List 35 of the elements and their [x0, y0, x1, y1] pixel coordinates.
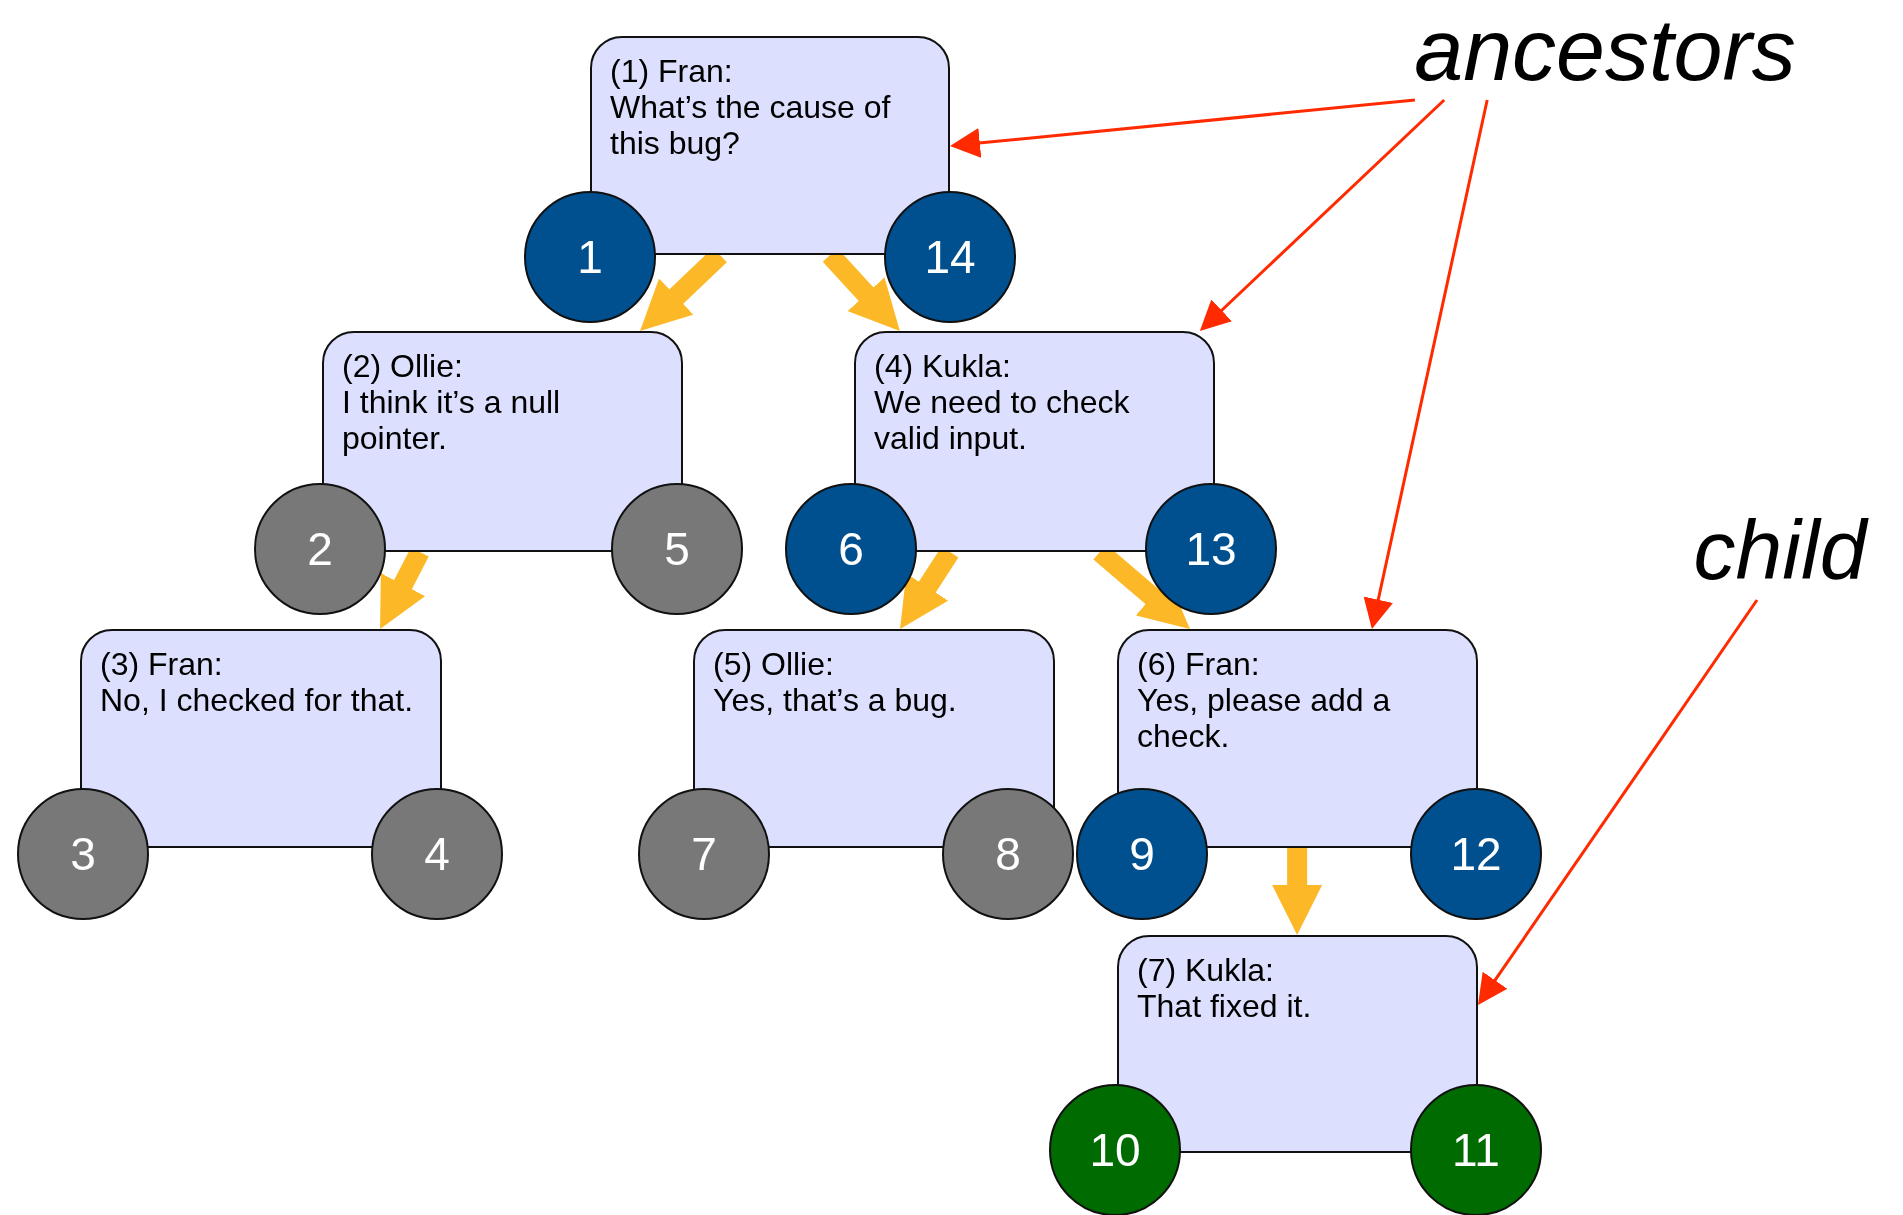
numbered-circle: 11 — [1410, 1084, 1542, 1215]
speaker-heading: (6) Fran: — [1137, 647, 1261, 683]
message-text: I think it’s a null pointer. — [342, 384, 562, 457]
speaker-heading: (2) Ollie: — [342, 349, 464, 385]
message-text: That fixed it. — [1137, 988, 1313, 1025]
numbered-circle: 4 — [371, 788, 503, 920]
numbered-circle: 5 — [611, 483, 743, 615]
message-text: No, I checked for that. — [100, 682, 415, 719]
numbered-circle: 14 — [884, 191, 1016, 323]
leader-arrow — [1478, 599, 1759, 1005]
numbered-circle: 1 — [524, 191, 656, 323]
message-text: Yes, please add a check. — [1137, 682, 1392, 755]
numbered-circle: 13 — [1145, 483, 1277, 615]
annotation-label: ancestors — [1390, 0, 1820, 100]
message-text: We need to check valid input. — [874, 384, 1131, 457]
numbered-circle: 3 — [17, 788, 149, 920]
speaker-heading: (5) Ollie: — [713, 647, 835, 683]
speaker-heading: (4) Kukla: — [874, 349, 1012, 385]
numbered-circle: 6 — [785, 483, 917, 615]
numbered-circle: 10 — [1049, 1084, 1181, 1215]
numbered-circle: 12 — [1410, 788, 1542, 920]
numbered-circle: 9 — [1076, 788, 1208, 920]
leader-arrow — [950, 98, 1416, 158]
numbered-circle: 7 — [638, 788, 770, 920]
message-text: What’s the cause of this bug? — [610, 89, 892, 162]
speaker-heading: (1) Fran: — [610, 54, 734, 90]
speaker-heading: (7) Kukla: — [1137, 953, 1275, 989]
numbered-circle: 2 — [254, 483, 386, 615]
thick-arrow — [1272, 848, 1323, 935]
leader-arrow — [1199, 98, 1446, 331]
annotation-label: child — [1680, 500, 1880, 600]
leader-arrow — [1363, 99, 1489, 629]
numbered-circle: 8 — [942, 788, 1074, 920]
speaker-heading: (3) Fran: — [100, 647, 224, 683]
message-text: Yes, that’s a bug. — [713, 682, 958, 719]
